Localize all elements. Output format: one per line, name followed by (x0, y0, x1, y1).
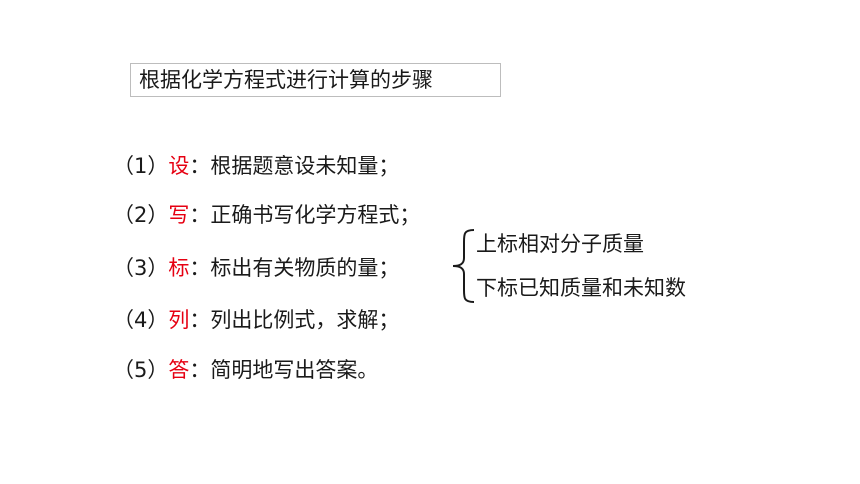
brace-item-upper: 上标相对分子质量 (476, 230, 644, 258)
brace-item-text: 下标已知质量和未知数 (476, 276, 686, 300)
step-number: （1） (113, 154, 169, 178)
step-keyword: 标 (168, 256, 190, 280)
step-3: （3）标：标出有关物质的量； (113, 254, 399, 282)
step-number: （2） (113, 203, 169, 227)
step-keyword: 写 (168, 203, 190, 227)
step-number: （4） (113, 308, 169, 332)
curly-brace-icon (452, 229, 475, 303)
step-keyword: 答 (168, 358, 190, 382)
step-number: （5） (113, 358, 169, 382)
title-box: 根据化学方程式进行计算的步骤 (130, 63, 501, 97)
step-text: 列出比例式，求解； (210, 308, 400, 332)
step-text: 标出有关物质的量； (210, 256, 400, 280)
step-text: 根据题意设未知量； (210, 154, 400, 178)
step-separator: ： (189, 154, 211, 178)
step-separator: ： (189, 256, 211, 280)
slide-title: 根据化学方程式进行计算的步骤 (139, 68, 433, 92)
brace-item-text: 上标相对分子质量 (476, 232, 644, 256)
step-1: （1）设：根据题意设未知量； (113, 152, 399, 180)
step-keyword: 设 (168, 154, 190, 178)
step-4: （4）列：列出比例式，求解； (113, 306, 399, 334)
brace-item-lower: 下标已知质量和未知数 (476, 274, 686, 302)
step-separator: ： (189, 203, 211, 227)
step-2: （2）写：正确书写化学方程式； (113, 201, 420, 229)
step-5: （5）答：简明地写出答案。 (113, 356, 378, 384)
step-number: （3） (113, 256, 169, 280)
step-separator: ： (189, 308, 211, 332)
step-text: 正确书写化学方程式； (210, 203, 421, 227)
step-keyword: 列 (168, 308, 190, 332)
step-separator: ： (189, 358, 211, 382)
step-text: 简明地写出答案。 (210, 358, 379, 382)
